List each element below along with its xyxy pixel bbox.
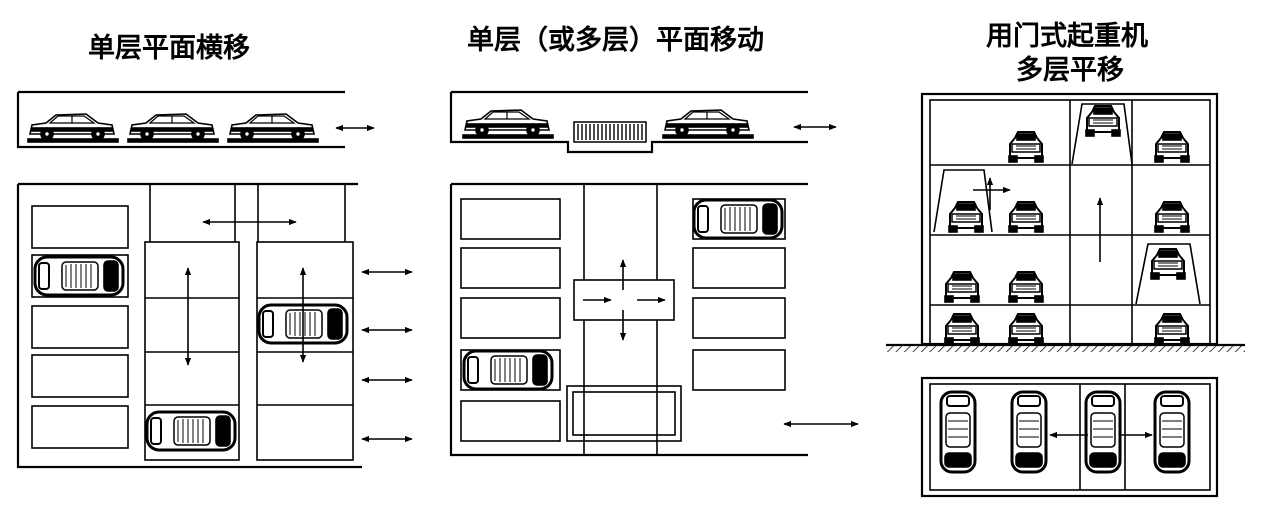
panel-3-plan [920, 376, 1219, 498]
car-side-icon [662, 109, 754, 139]
car-side-icon [227, 113, 319, 143]
panel-3-title-line-2: 多层平移 [1016, 55, 1124, 86]
car-front-icon [1008, 313, 1044, 345]
car-front-icon [1154, 201, 1190, 233]
lift-platform [573, 121, 647, 143]
car-top-icon [1010, 390, 1048, 474]
car-side-icon [27, 113, 119, 143]
car-top-icon [145, 410, 237, 452]
panel-2-title: 单层（或多层）平面移动 [467, 25, 764, 56]
car-side-icon [462, 109, 554, 139]
car-front-icon [1008, 131, 1044, 163]
car-front-icon [1154, 131, 1190, 163]
car-top-icon [939, 390, 977, 474]
car-front-icon [1008, 201, 1044, 233]
car-front-icon [944, 271, 980, 303]
panel-3-title-line-1: 用门式起重机 [986, 21, 1148, 52]
car-top-icon [1153, 390, 1191, 474]
car-front-icon [1085, 105, 1121, 137]
car-front-icon [944, 313, 980, 345]
panel-2-plan [449, 182, 859, 457]
car-top-icon [692, 198, 784, 240]
panel-1-plan [16, 182, 413, 469]
car-front-icon [1154, 313, 1190, 345]
panel-2-side-section [449, 90, 837, 154]
panel-1-side-section [16, 90, 375, 149]
car-top-icon [462, 349, 554, 391]
car-front-icon [1008, 271, 1044, 303]
car-top-icon [1084, 390, 1122, 474]
car-top-icon [33, 255, 125, 297]
car-front-icon [948, 201, 984, 233]
car-side-icon [127, 113, 219, 143]
panel-3-elevation [886, 92, 1245, 352]
panel-1-title: 单层平面横移 [88, 33, 250, 64]
ground-hatch-icon [886, 346, 1245, 352]
car-front-icon [1150, 248, 1186, 280]
